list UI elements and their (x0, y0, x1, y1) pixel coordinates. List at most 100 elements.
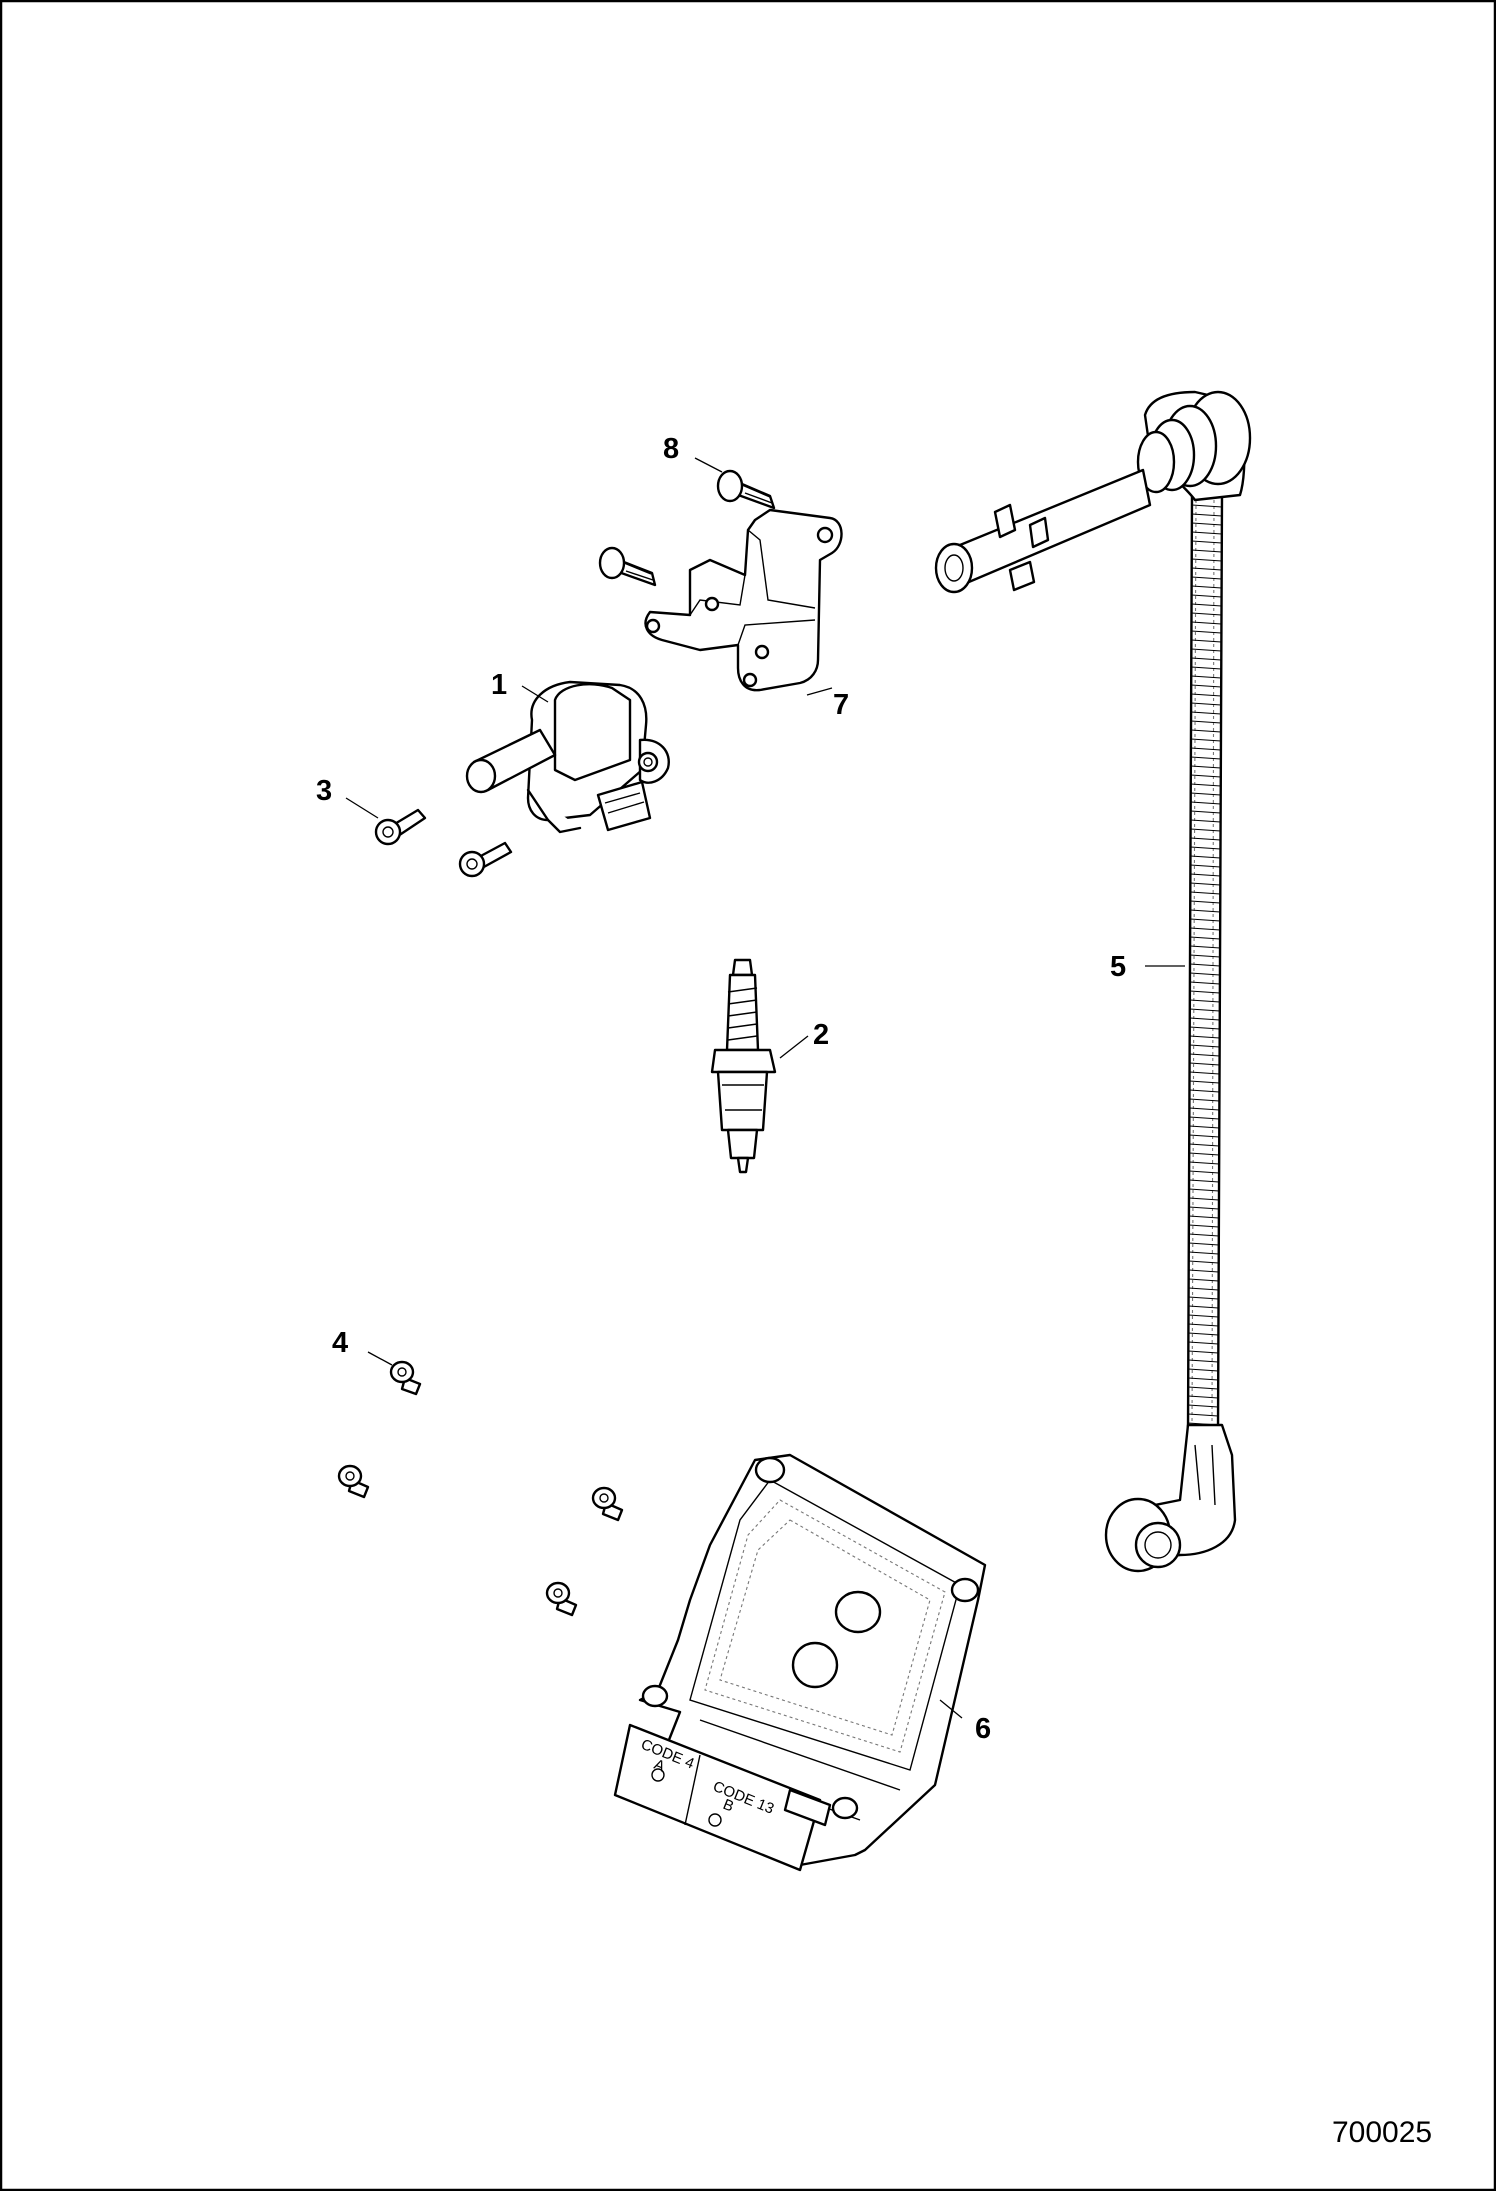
wire-rib (1190, 747, 1221, 751)
wire-rib (1190, 837, 1221, 841)
wire-rib (1190, 900, 1221, 904)
callout-3: 3 (316, 775, 332, 807)
wire-rib (1191, 711, 1222, 715)
wire-rib (1191, 585, 1222, 589)
wire-rib (1190, 864, 1221, 868)
wire-rib (1190, 918, 1221, 922)
wire-rib (1190, 936, 1221, 940)
part-5-spark-plug-wire (934, 390, 1252, 1573)
part-3-screw-b (458, 841, 513, 878)
wire-rib (1189, 1143, 1220, 1147)
wire-rib (1190, 945, 1221, 949)
wire-rib (1190, 756, 1221, 760)
wire-rib (1191, 594, 1222, 598)
wire-rib (1191, 513, 1222, 517)
part-8-screw-upper (716, 469, 776, 510)
wire-rib (1189, 1170, 1220, 1174)
wire-rib (1190, 729, 1222, 733)
wire-rib (1191, 603, 1222, 607)
wire-rib (1190, 828, 1221, 832)
wire-rib (1191, 648, 1222, 652)
wire-rib (1190, 810, 1221, 814)
callout-5: 5 (1110, 951, 1126, 983)
wire-rib (1188, 1251, 1219, 1255)
wire-rib (1189, 1026, 1220, 1030)
wire-rib (1188, 1377, 1219, 1381)
wire-rib (1191, 630, 1222, 634)
wire-rib (1188, 1395, 1219, 1399)
part-4-screw-a (389, 1360, 422, 1396)
part-1-ignition-coil (465, 680, 670, 834)
wire-rib (1191, 666, 1222, 670)
callout-1: 1 (491, 669, 507, 701)
wire-rib (1188, 1296, 1219, 1300)
wire-rib (1191, 702, 1222, 706)
wire-rib (1191, 540, 1222, 544)
callout-4: 4 (332, 1327, 348, 1359)
part-2-spark-plug (710, 958, 777, 1174)
wire-rib (1188, 1242, 1219, 1246)
wire-rib (1188, 1323, 1219, 1327)
leader-2 (779, 1035, 809, 1059)
wire-rib (1188, 1413, 1219, 1417)
wire-rib (1189, 1071, 1220, 1075)
wire-rib (1188, 1341, 1219, 1345)
wire-rib (1191, 684, 1222, 688)
callout-8: 8 (663, 433, 679, 465)
leader-7 (806, 687, 833, 696)
wire-rib (1189, 1125, 1220, 1129)
wire-rib (1188, 1305, 1219, 1309)
wire-rib (1189, 963, 1221, 967)
wire-rib (1191, 504, 1222, 508)
wire-rib (1190, 846, 1221, 850)
wire-rib (1189, 999, 1220, 1003)
wire-rib (1190, 873, 1221, 877)
wire-rib (1189, 972, 1220, 976)
wire-rib (1188, 1233, 1219, 1237)
wire-rib (1190, 792, 1221, 796)
wire-rib (1189, 1080, 1220, 1084)
wire-rib (1190, 738, 1221, 742)
figure-number: 700025 (1332, 2116, 1432, 2149)
wire-rib (1190, 765, 1221, 769)
wire-rib (1191, 693, 1222, 697)
wire-rib (1189, 1134, 1220, 1138)
wire-rib (1191, 558, 1222, 562)
wire-rib (1189, 1152, 1220, 1156)
wire-rib (1191, 567, 1222, 571)
wire-rib (1191, 549, 1222, 553)
wire-rib (1190, 783, 1221, 787)
wire-rib (1188, 1197, 1220, 1201)
wire-rib (1189, 1179, 1220, 1183)
wire-rib (1189, 1161, 1220, 1165)
wire-rib (1188, 1404, 1219, 1408)
wire-rib (1189, 1089, 1220, 1093)
leader-3 (345, 797, 379, 819)
wire-rib (1188, 1368, 1219, 1372)
wire-rib (1190, 882, 1221, 886)
part-3-screw-a (374, 808, 427, 846)
wire-rib (1189, 1107, 1220, 1111)
part-8-screw-lower (598, 546, 657, 587)
wire-rib (1190, 891, 1221, 895)
wire-rib (1190, 954, 1221, 958)
wire-rib (1188, 1215, 1219, 1219)
wire-rib (1188, 1287, 1219, 1291)
callout-7: 7 (833, 689, 849, 721)
wire-rib (1188, 1359, 1219, 1363)
wire-rib (1188, 1332, 1219, 1336)
callout-2: 2 (813, 1019, 829, 1051)
leader-1 (521, 685, 549, 703)
wire-rib (1188, 1350, 1219, 1354)
wire-rib (1190, 855, 1221, 859)
wire-rib (1191, 675, 1222, 679)
wire-rib (1189, 1098, 1220, 1102)
wire-rib (1189, 1044, 1220, 1048)
wire-rib (1189, 1017, 1220, 1021)
wire-rib (1191, 720, 1222, 724)
wire-rib (1189, 1062, 1220, 1066)
wire-rib (1188, 1278, 1219, 1282)
wire-rib (1189, 1035, 1220, 1039)
part-4-screw-b (337, 1464, 370, 1499)
leader-6 (939, 1699, 963, 1719)
